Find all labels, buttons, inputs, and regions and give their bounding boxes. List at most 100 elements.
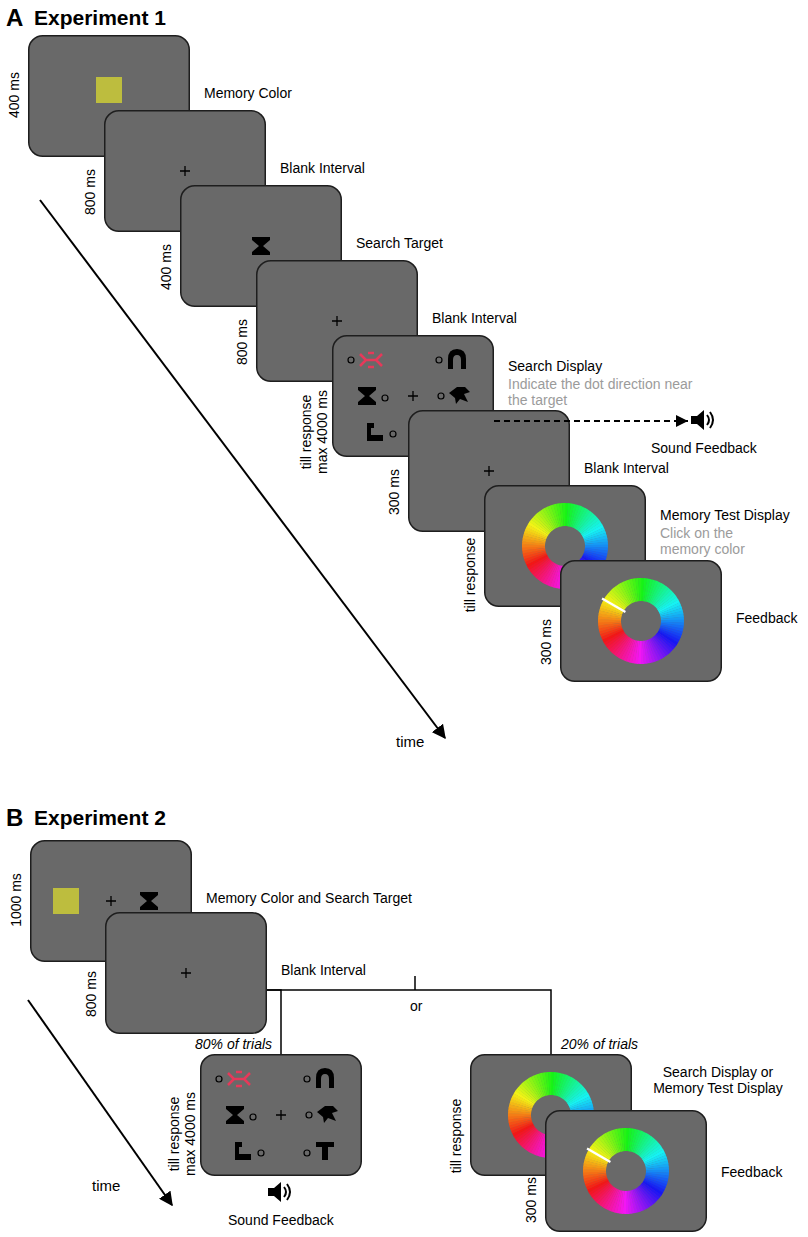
- text-slot: Sound Feedback: [651, 440, 757, 456]
- screen-label: Search Display or Memory Test Display: [645, 1064, 791, 1096]
- panel-letter: B: [6, 805, 23, 831]
- text-slot: time: [92, 1177, 120, 1194]
- text-slot: Blank Interval: [281, 962, 366, 978]
- duration-label: till response max 4000 ms: [298, 386, 330, 478]
- screen-label: Blank Interval: [432, 310, 517, 326]
- text-slot: 300 ms: [371, 484, 417, 500]
- fixation-cross: [332, 316, 342, 326]
- connector: [267, 990, 281, 1054]
- duration-label: 800 ms: [82, 169, 98, 215]
- probe-dot: [306, 1112, 312, 1118]
- text-slot: Blank Interval: [280, 160, 365, 176]
- probe-dot: [216, 1076, 222, 1082]
- probe-dot: [438, 393, 444, 399]
- search-target-shape: [140, 892, 158, 910]
- duration-label: 800 ms: [83, 971, 99, 1017]
- speaker-body: [268, 1182, 281, 1202]
- text-slot: Sound Feedback: [228, 1212, 334, 1228]
- wheel-segment: [623, 1128, 626, 1151]
- screen-label: Blank Interval: [584, 460, 669, 476]
- text-slot: A: [6, 5, 23, 31]
- panel-title: Experiment 2: [34, 806, 166, 830]
- distractor-shape: [367, 423, 383, 441]
- wheel-segment: [626, 1191, 629, 1214]
- sound-feedback-icon: Sound Feedback: [267, 1181, 295, 1203]
- text-slot: 1000 ms: [0, 892, 43, 908]
- text-slot: Search Display or Memory Test Display: [645, 1064, 791, 1096]
- screen-label: Feedback: [721, 1164, 782, 1180]
- branch-label: or: [410, 998, 422, 1014]
- wheel-segment: [562, 503, 565, 526]
- distractor-shape: [316, 1068, 334, 1088]
- distractor-shape: [235, 1142, 251, 1160]
- sound-feedback-icon: Sound Feedback: [690, 409, 718, 433]
- screen-label: Sound Feedback: [228, 1212, 334, 1228]
- screen-frame: [106, 913, 267, 1034]
- wheel-segment: [638, 578, 641, 601]
- branch-label: 20% of trials: [561, 1036, 638, 1052]
- text-slot: 400 ms: [0, 87, 37, 103]
- duration-label: 300 ms: [523, 1177, 539, 1223]
- screen-label: Blank Interval: [281, 962, 366, 978]
- screen-frame: [561, 561, 722, 682]
- probe-dot: [382, 395, 388, 401]
- distractor-shape: [316, 1142, 334, 1160]
- fixation-cross: [181, 968, 191, 978]
- fixation-cross: [484, 466, 494, 476]
- text-slot: Indicate the dot direction near the targ…: [508, 376, 693, 408]
- text-slot: Search Display: [508, 358, 602, 374]
- duration-label: till response: [448, 1099, 464, 1174]
- screen-label: Memory Test Display: [660, 507, 790, 523]
- distractor-shape: [317, 1106, 338, 1123]
- fixation-cross: [106, 896, 116, 906]
- text-slot: Experiment 1: [34, 6, 166, 30]
- screen-label: Sound Feedback: [651, 440, 757, 456]
- probe-dot: [304, 1150, 310, 1156]
- text-slot: till response max 4000 ms: [136, 1118, 228, 1150]
- text-slot: 800 ms: [67, 184, 113, 200]
- screen-label: Search Target: [356, 235, 443, 251]
- text-slot: Memory Test Display: [660, 507, 790, 523]
- text-slot: B: [6, 805, 23, 831]
- probe-dot: [258, 1150, 264, 1156]
- speaker-body: [691, 410, 704, 430]
- screen-frame: [201, 1055, 362, 1176]
- probe-dot: [250, 1114, 256, 1120]
- search-target-shape: [252, 237, 270, 255]
- panel-letter: A: [6, 5, 23, 31]
- text-slot: 300 ms: [523, 634, 569, 650]
- wheel-segment: [548, 1072, 551, 1095]
- memory-color-square: [53, 888, 79, 914]
- text-slot: Blank Interval: [584, 460, 669, 476]
- fixation-cross: [276, 1110, 286, 1120]
- color-wheel: [598, 578, 684, 664]
- screen-box: till response max 4000 ms: [200, 1054, 362, 1176]
- fixation-cross: [180, 166, 190, 176]
- screen-shape: [560, 560, 722, 682]
- probe-dot: [304, 1076, 310, 1082]
- fixation-cross: [408, 391, 418, 401]
- duration-label: 300 ms: [386, 469, 402, 515]
- screen-shape: [545, 1110, 707, 1232]
- probe-dot: [390, 431, 396, 437]
- text-slot: Memory Color and Search Target: [206, 890, 412, 906]
- screen-box: 800 msBlank Interval: [105, 912, 267, 1034]
- text-slot: or: [410, 998, 422, 1014]
- duration-label: 300 ms: [538, 619, 554, 665]
- distractor-shape: [449, 387, 470, 404]
- text-slot: 400 ms: [143, 259, 189, 275]
- screen-shape: [105, 912, 267, 1034]
- color-wheel: [583, 1128, 669, 1214]
- branch-label: 80% of trials: [195, 1036, 272, 1052]
- branch-stub: [414, 976, 416, 990]
- screen-shape: [200, 1054, 362, 1176]
- screen-frame: [546, 1111, 707, 1232]
- duration-label: 800 ms: [234, 319, 250, 365]
- screen-label: Feedback: [736, 610, 797, 626]
- response-marker: [587, 1149, 610, 1163]
- text-slot: Search Target: [356, 235, 443, 251]
- sound-wave: [284, 1187, 286, 1197]
- sound-wave: [287, 1184, 290, 1200]
